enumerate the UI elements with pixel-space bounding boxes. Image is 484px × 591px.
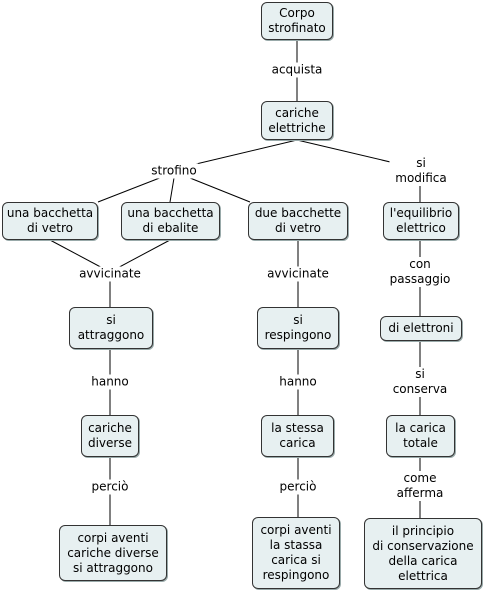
link-acquista: acquista [269,62,325,78]
link-percio-left: perciò [89,479,131,495]
node-bacchetta-ebalite[interactable]: una bacchetta di ebalite [121,202,220,240]
node-corpi-respingono[interactable]: corpi aventi la stassa carica si resping… [252,517,340,589]
link-avvicinate-left: avvicinate [77,266,143,282]
link-percio-middle: perciò [277,479,319,495]
link-con-passaggio: con passaggio [387,257,453,287]
node-due-bacchette[interactable]: due bacchette di vetro [248,202,348,240]
node-principio-conservazione[interactable]: il principio di conservazione della cari… [364,518,482,589]
link-hanno-middle: hanno [277,374,319,390]
node-si-attraggono[interactable]: si attraggono [69,307,153,349]
node-cariche-elettriche[interactable]: cariche elettriche [261,101,333,140]
link-si-modifica: si modifica [389,156,453,186]
link-si-conserva: si conserva [390,367,450,397]
node-di-elettroni[interactable]: di elettroni [380,316,462,341]
node-bacchetta-vetro[interactable]: una bacchetta di vetro [2,202,98,240]
node-si-respingono[interactable]: si respingono [257,307,339,349]
node-corpo-strofinato[interactable]: Corpo strofinato [261,2,333,40]
node-stessa-carica[interactable]: la stessa carica [261,415,334,457]
link-come-afferma: come afferma [394,471,446,501]
link-strofino: strofino [149,163,199,179]
link-avvicinate-middle: avvicinate [265,266,331,282]
link-hanno-left: hanno [89,374,131,390]
node-corpi-attraggono[interactable]: corpi aventi cariche diverse si attraggo… [59,525,167,581]
node-cariche-diverse[interactable]: cariche diverse [81,415,139,457]
node-equilibrio-elettrico[interactable]: l'equilibrio elettrico [383,202,459,240]
node-carica-totale[interactable]: la carica totale [386,415,455,457]
